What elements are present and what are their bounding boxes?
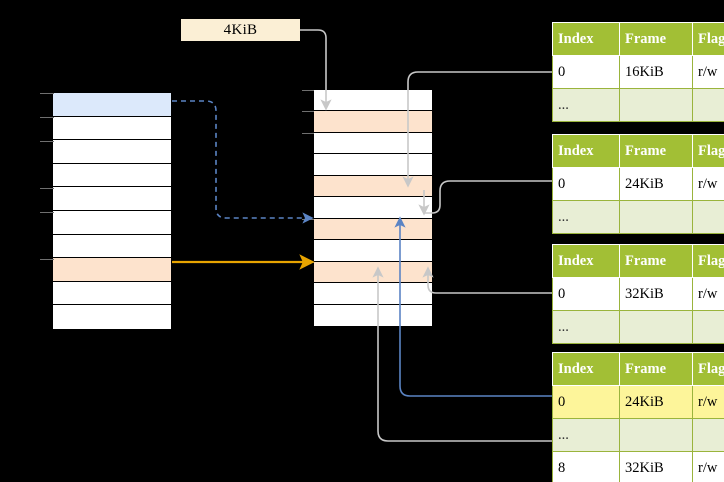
- table-cell-index: 8: [552, 451, 620, 482]
- physical-frame-cell: [314, 175, 432, 198]
- table-cell-frame: 32KiB: [619, 277, 693, 311]
- column-header-index: Index: [552, 134, 620, 168]
- table-cell-index: 0: [552, 385, 620, 419]
- physical-frame-cell: [314, 197, 432, 219]
- tick-mark: [302, 262, 314, 263]
- table-header-row: IndexFrameFlags: [552, 352, 724, 386]
- virtual-page-cell: [53, 234, 171, 259]
- column-header-frame: Frame: [619, 22, 693, 56]
- table-cell-index: 0: [552, 277, 620, 311]
- table-cell-frame: 16KiB: [619, 55, 693, 89]
- column-header-frame: Frame: [619, 134, 693, 168]
- table-row: ...: [552, 418, 724, 452]
- table-cell-frame: 32KiB: [619, 451, 693, 482]
- table-cell-frame: [619, 88, 693, 122]
- table-cell-flags: r/w: [692, 55, 724, 89]
- table-cell-flags: r/w: [692, 385, 724, 419]
- table-cell-index: ...: [552, 200, 620, 234]
- page-table-level-3: IndexFrameFlags032KiBr/w...: [552, 244, 724, 344]
- table-cell-frame: 24KiB: [619, 167, 693, 201]
- column-header-index: Index: [552, 244, 620, 278]
- table-cell-flags: [692, 200, 724, 234]
- tick-mark: [40, 117, 54, 118]
- physical-frame-cell: [314, 218, 432, 241]
- column-header-flags: Flags: [692, 22, 724, 56]
- virtual-page-cell: [53, 187, 171, 211]
- table-cell-index: ...: [552, 88, 620, 122]
- physical-frame-cell: [314, 240, 432, 262]
- connector-virtual-blue-to-physical-row7: [172, 100, 314, 224]
- table-header-row: IndexFrameFlags: [552, 134, 724, 168]
- column-header-index: Index: [552, 352, 620, 386]
- connector-table2-to-physical-row7: [418, 180, 552, 216]
- table-cell-index: 0: [552, 167, 620, 201]
- tick-mark: [302, 133, 314, 134]
- virtual-page-cell: [53, 116, 171, 141]
- table-cell-index: 0: [552, 55, 620, 89]
- tick-mark: [40, 188, 54, 189]
- frame-size-label: 4KiB: [181, 19, 300, 41]
- virtual-page-cell: [53, 210, 171, 235]
- table-cell-index: ...: [552, 310, 620, 344]
- frame-size-label-text: 4KiB: [223, 21, 258, 38]
- physical-frame-cell: [314, 154, 432, 176]
- table-cell-frame: [619, 200, 693, 234]
- table-cell-frame: [619, 418, 693, 452]
- tick-mark: [40, 212, 54, 213]
- table-header-row: IndexFrameFlags: [552, 22, 724, 56]
- tick-mark: [40, 259, 54, 260]
- physical-frame-cell: [314, 283, 432, 305]
- table-cell-flags: [692, 310, 724, 344]
- virtual-page-cell: [53, 163, 171, 188]
- page-table-level-1: IndexFrameFlags016KiBr/w...: [552, 22, 724, 122]
- page-table-level-4: IndexFrameFlags024KiBr/w...832KiBr/w...: [552, 352, 724, 482]
- column-header-index: Index: [552, 22, 620, 56]
- table-cell-index: ...: [552, 418, 620, 452]
- connector-table3-to-physical-row9: [422, 266, 552, 294]
- physical-frame-cell: [314, 261, 432, 284]
- tick-mark: [302, 219, 314, 220]
- physical-frame-cell: [314, 111, 432, 133]
- physical-frame-cell: [314, 132, 432, 155]
- table-row: ...: [552, 88, 724, 122]
- physical-memory-column: [313, 89, 433, 327]
- page-table-level-2: IndexFrameFlags024KiBr/w...: [552, 134, 724, 234]
- table-row: ...: [552, 200, 724, 234]
- tick-mark: [40, 93, 54, 94]
- column-header-flags: Flags: [692, 134, 724, 168]
- table-row: ...: [552, 310, 724, 344]
- table-cell-frame: [619, 310, 693, 344]
- table-cell-frame: 24KiB: [619, 385, 693, 419]
- table-header-row: IndexFrameFlags: [552, 244, 724, 278]
- tick-mark: [302, 111, 314, 112]
- table-cell-flags: [692, 418, 724, 452]
- table-cell-flags: r/w: [692, 277, 724, 311]
- column-header-flags: Flags: [692, 352, 724, 386]
- tick-mark: [40, 141, 54, 142]
- virtual-address-space-column: [52, 92, 172, 330]
- table-cell-flags: r/w: [692, 167, 724, 201]
- physical-frame-cell: [314, 90, 432, 112]
- virtual-page-cell: [53, 305, 171, 329]
- virtual-page-cell: [53, 281, 171, 306]
- virtual-page-cell: [53, 93, 171, 117]
- virtual-page-cell: [53, 140, 171, 164]
- table-cell-flags: r/w: [692, 451, 724, 482]
- physical-frame-cell: [314, 304, 432, 326]
- virtual-page-cell: [53, 258, 171, 282]
- column-header-flags: Flags: [692, 244, 724, 278]
- table-cell-flags: [692, 88, 724, 122]
- tick-mark: [302, 90, 314, 91]
- column-header-frame: Frame: [619, 244, 693, 278]
- column-header-frame: Frame: [619, 352, 693, 386]
